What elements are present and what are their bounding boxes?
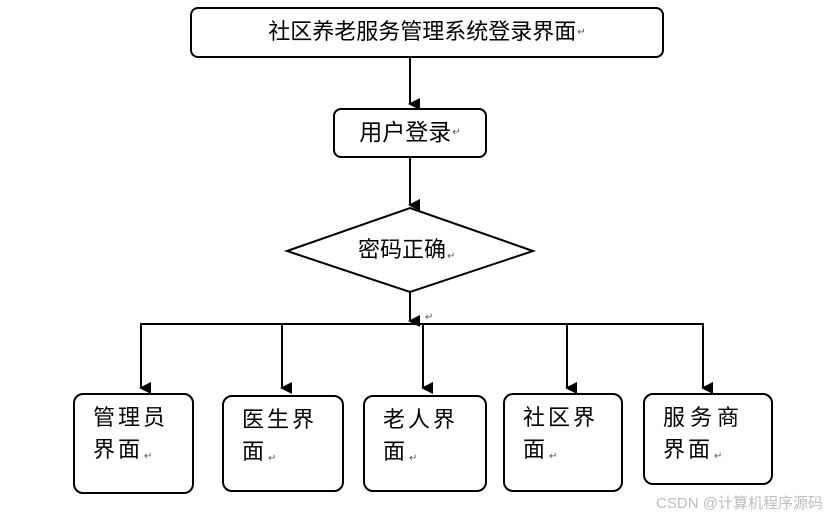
csdn-watermark: CSDN @计算机程序源码 — [656, 495, 823, 512]
login-screen-box: 社区养老服务管理系统登录界面↵ — [190, 7, 664, 58]
elderly-screen-line1: 老人界 — [383, 408, 459, 433]
paragraph-mark-icon: ↵ — [714, 451, 723, 462]
paragraph-mark-icon: ↵ — [425, 312, 434, 323]
decision-label: 密码正确 — [358, 238, 447, 263]
decision-label-wrap: 密码正确↵ — [330, 234, 500, 268]
community-screen-line1: 社区界 — [523, 406, 599, 431]
paragraph-mark-icon: ↵ — [447, 251, 456, 262]
elderly-screen-box: 老人界 面↵ — [363, 395, 487, 492]
community-screen-box: 社区界 面↵ — [503, 393, 623, 492]
provider-screen-line1: 服务商 — [663, 406, 745, 431]
elderly-screen-line2: 面 — [383, 440, 409, 465]
admin-screen-line1: 管理员 — [93, 406, 169, 431]
login-screen-label: 社区养老服务管理系统登录界面 — [268, 19, 577, 45]
paragraph-mark-icon: ↵ — [144, 451, 153, 462]
paragraph-mark-icon: ↵ — [577, 26, 586, 38]
paragraph-mark-icon: ↵ — [452, 127, 461, 138]
provider-screen-line2: 界面 — [663, 438, 714, 463]
doctor-screen-line1: 医生界 — [242, 408, 318, 433]
doctor-screen-line2: 面 — [242, 440, 268, 465]
doctor-screen-box: 医生界 面↵ — [222, 395, 344, 492]
paragraph-mark-icon: ↵ — [549, 451, 558, 462]
provider-screen-box: 服务商 界面↵ — [643, 393, 773, 485]
paragraph-mark-icon: ↵ — [268, 453, 277, 464]
user-login-box: 用户登录↵ — [333, 108, 487, 158]
paragraph-mark-icon: ↵ — [409, 453, 418, 464]
community-screen-line2: 面 — [523, 438, 549, 463]
admin-screen-line2: 界面 — [93, 438, 144, 463]
admin-screen-box: 管理员 界面↵ — [73, 393, 194, 494]
user-login-label: 用户登录 — [359, 120, 452, 146]
